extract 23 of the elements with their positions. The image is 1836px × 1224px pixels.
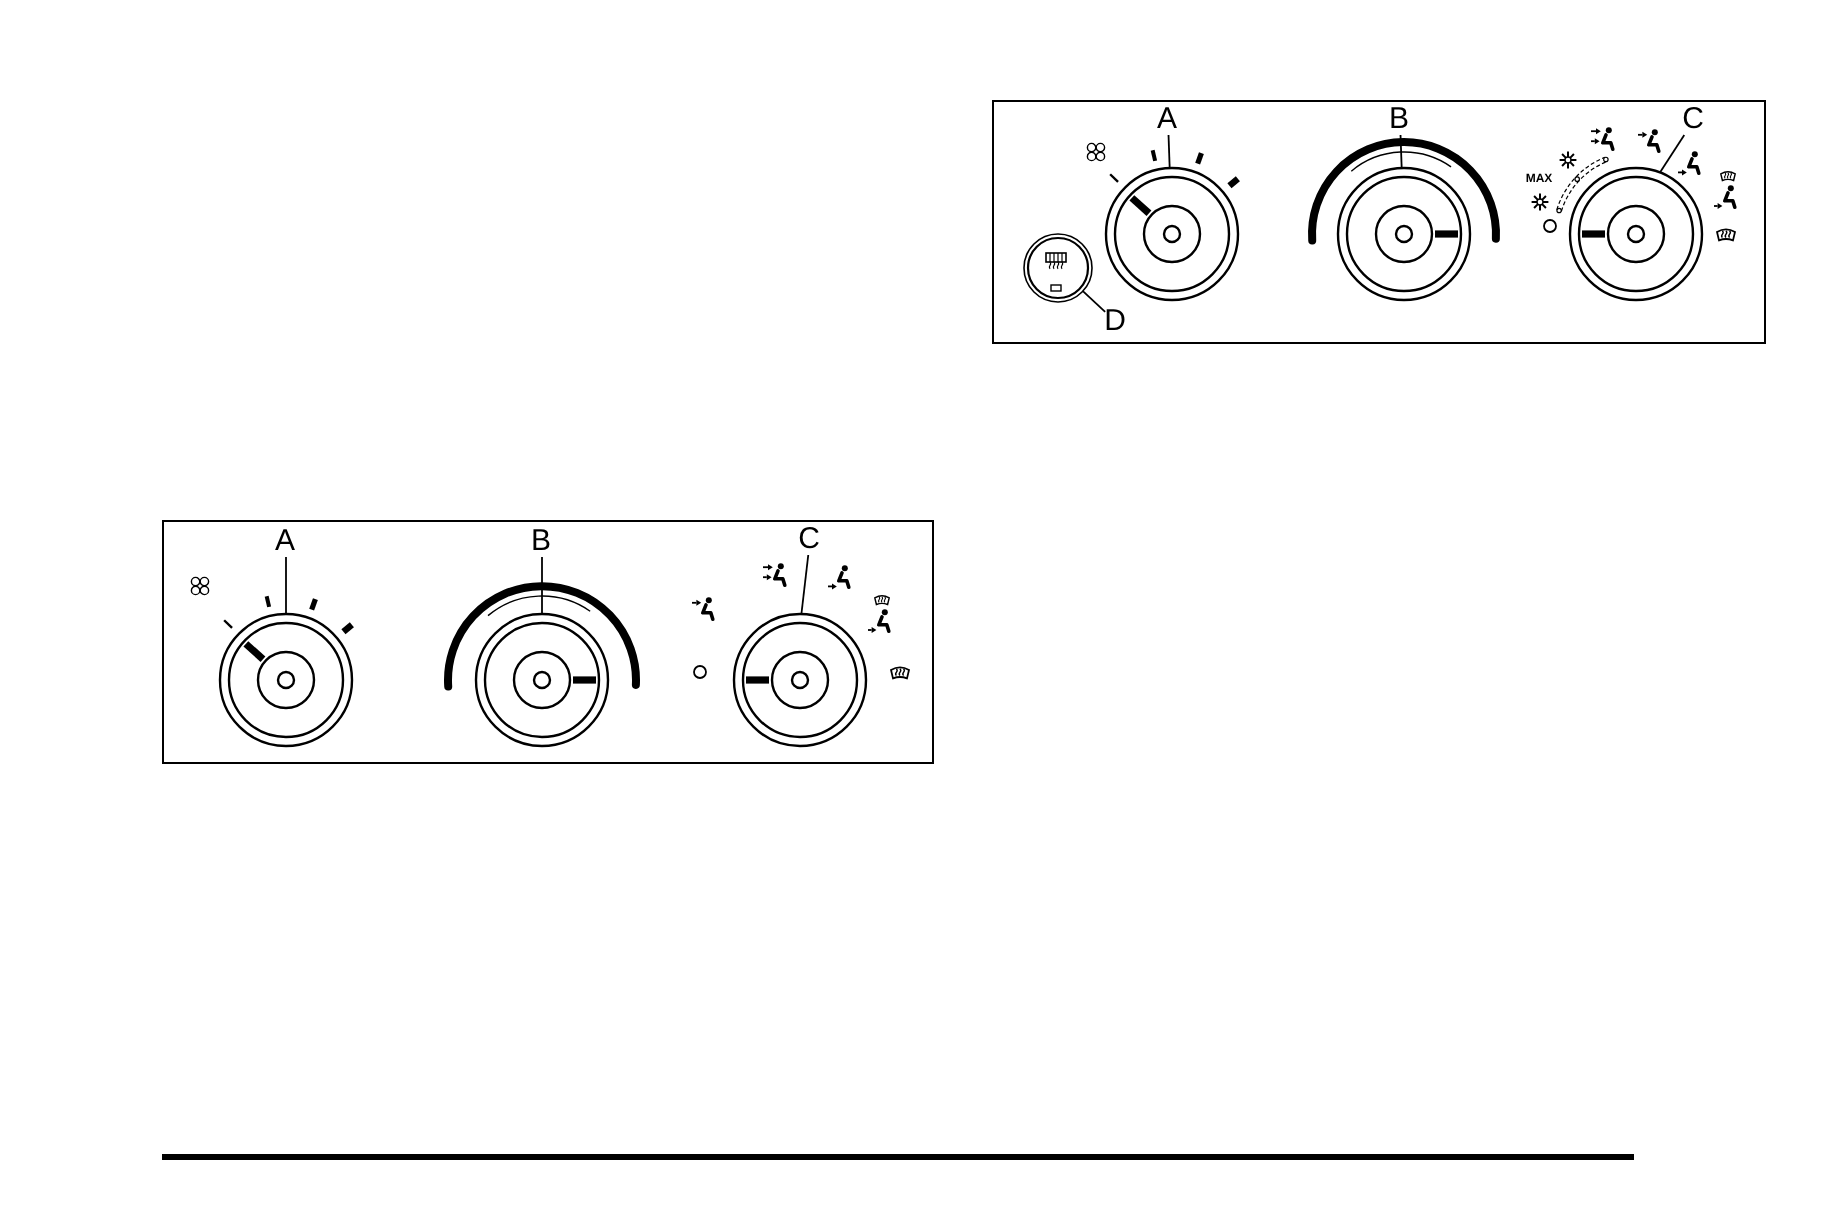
callout-letter: B [1388, 104, 1409, 134]
leader-line [1166, 133, 1170, 168]
rotary-knob [217, 611, 353, 747]
callout-letter: A [1156, 104, 1177, 134]
callout-letter: D [1104, 306, 1126, 336]
control-panel [162, 520, 934, 764]
leader-line [284, 555, 286, 614]
push-button [1022, 232, 1092, 302]
leader-line [1398, 133, 1402, 168]
leader-line [540, 555, 542, 614]
control-panel [992, 100, 1766, 344]
callout-letter: C [798, 524, 820, 554]
leader-line [1081, 289, 1106, 312]
leader-line [799, 553, 809, 614]
leader-line [1658, 133, 1685, 173]
rotary-knob [1103, 165, 1239, 301]
rotary-knob [1335, 165, 1471, 301]
callout-letter: A [274, 526, 295, 556]
rotary-knob [731, 611, 867, 747]
rotary-knob [1567, 165, 1703, 301]
callout-letter: B [530, 526, 551, 556]
rotary-knob [473, 611, 609, 747]
callout-letter: C [1682, 104, 1704, 134]
